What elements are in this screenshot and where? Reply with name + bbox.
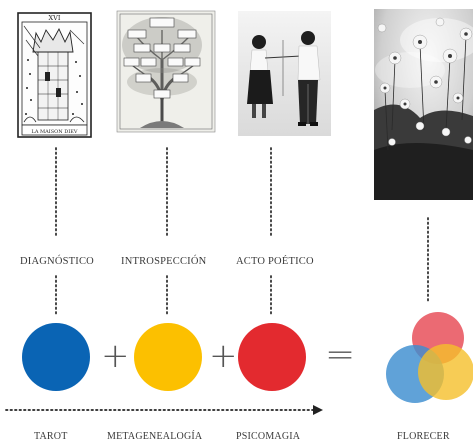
circle-yellow	[134, 323, 202, 391]
stage-label-diagnostico: DIAGNÓSTICO	[20, 256, 94, 267]
result-label-florecer: FLORECER	[397, 431, 450, 442]
timeline-arrow	[5, 405, 323, 415]
equals-operator: =	[325, 334, 356, 375]
circle-red	[238, 323, 306, 391]
method-label-psicomagia: PSICOMAGIA	[236, 431, 301, 442]
tarot-card-image: XVI LA MAISON DIEV	[17, 12, 92, 138]
method-label-metagenealogia: METAGENEALOGÍA	[107, 431, 203, 442]
connectors	[55, 147, 429, 317]
tarot-card-title: LA MAISON DIEV	[32, 129, 78, 135]
venn-florecer	[386, 312, 473, 403]
plus-operator-1: +	[101, 336, 130, 376]
florecer-photo-image	[374, 9, 473, 200]
venn-yellow-circle	[418, 344, 473, 400]
stage-label-introspeccion: INTROSPECCIÓN	[121, 256, 207, 267]
tarot-card-number: XVI	[49, 14, 61, 22]
stage-label-acto-poetico: ACTO POÉTICO	[236, 256, 314, 267]
family-tree-image	[116, 10, 216, 133]
circle-blue	[22, 323, 90, 391]
method-label-tarot: TAROT	[34, 431, 68, 442]
plus-operator-2: +	[209, 336, 238, 376]
acto-photo-image	[238, 11, 331, 136]
